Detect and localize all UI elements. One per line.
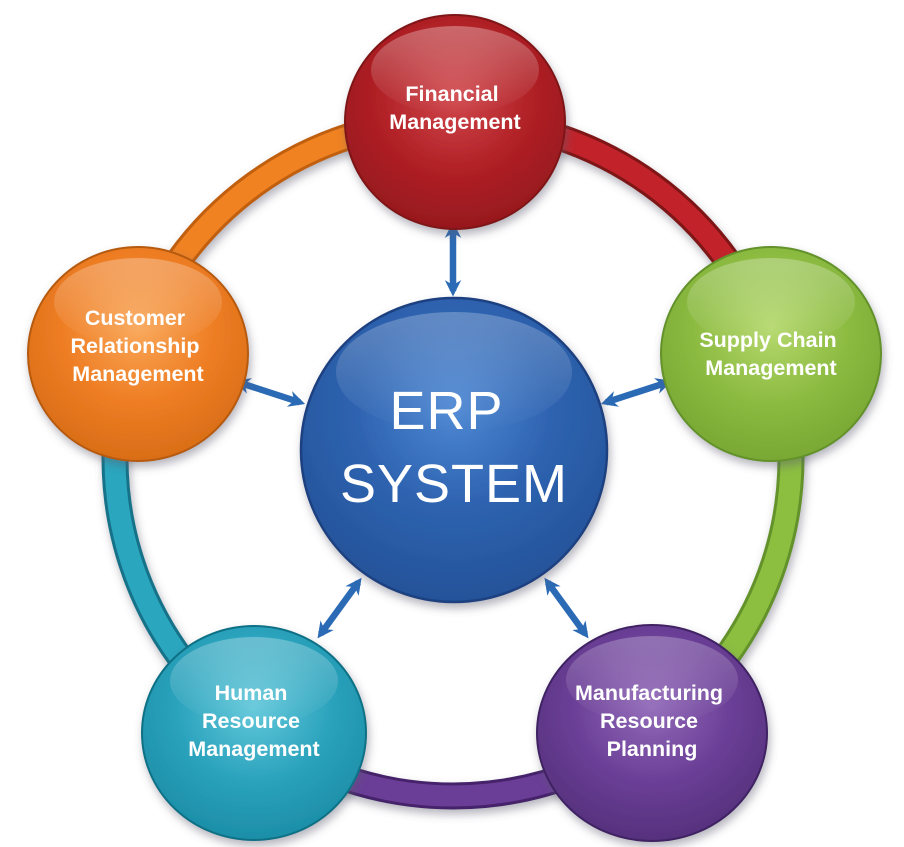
hub-label: ERP SYSTEM <box>340 381 568 514</box>
node-erp-system-hub: ERP SYSTEM <box>299 296 609 604</box>
node-supply-chain-label: Supply Chain Management <box>699 328 842 380</box>
arrow-hub-manufacturing <box>544 577 589 639</box>
node-human-resource-gloss <box>170 637 338 725</box>
node-financial-gloss <box>371 26 539 114</box>
arrow-hub-customer-relationship <box>233 378 306 407</box>
node-customer-relationship-management: Customer Relationship Management <box>27 246 249 462</box>
node-manufacturing-label: Manufacturing Resource Planning <box>575 681 729 761</box>
node-supply-chain-gloss <box>687 258 855 346</box>
node-supply-chain-management: Supply Chain Management <box>660 246 882 462</box>
node-human-resource-label: Human Resource Management <box>188 681 319 761</box>
hub-gloss <box>336 312 572 432</box>
connector-arrows <box>233 221 673 639</box>
arrow-hub-supply-chain <box>600 378 673 407</box>
node-human-resource-management: Human Resource Management <box>141 625 367 841</box>
node-financial-label: Financial Management <box>389 82 520 134</box>
arrow-hub-human-resource <box>317 577 362 639</box>
node-customer-gloss <box>54 258 222 346</box>
node-manufacturing-resource-planning: Manufacturing Resource Planning <box>536 624 768 842</box>
node-manufacturing-gloss <box>566 636 738 724</box>
node-customer-label: Customer Relationship Management <box>71 306 206 386</box>
node-financial-management: Financial Management <box>344 14 566 230</box>
